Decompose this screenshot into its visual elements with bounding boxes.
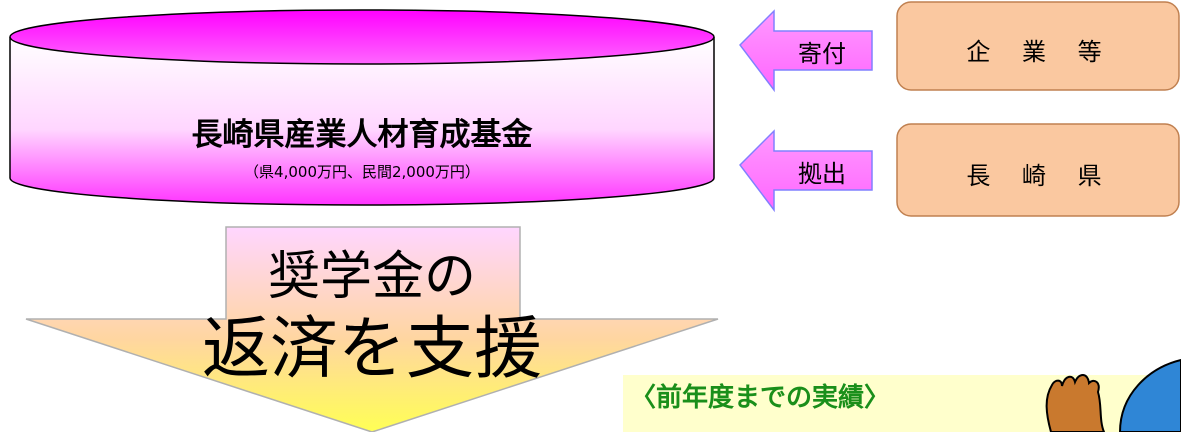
source-box-prefecture: 長 崎 県 (896, 123, 1180, 217)
source-box-companies-label: 企 業 等 (966, 38, 1113, 66)
source-box-companies: 企 業 等 (896, 1, 1180, 91)
donation-arrow: 寄付 (739, 9, 873, 93)
contribution-arrow-label: 拠出 (798, 160, 846, 188)
support-arrow-line1: 奨学金の (268, 247, 476, 307)
support-arrow: 奨学金の 返済を支援 (25, 226, 719, 432)
source-box-prefecture-label: 長 崎 県 (966, 162, 1113, 190)
contribution-arrow: 拠出 (739, 129, 873, 213)
mascot-character-icon (1045, 358, 1181, 432)
fund-subtitle: （県4,000万円、民間2,000万円） (244, 163, 480, 181)
donation-arrow-label: 寄付 (798, 40, 846, 68)
results-title: 〈前年度までの実績〉 (630, 382, 890, 413)
fund-cylinder: 長崎県産業人材育成基金 （県4,000万円、民間2,000万円） (9, 9, 715, 206)
fund-title: 長崎県産業人材育成基金 (192, 117, 534, 153)
support-arrow-line2: 返済を支援 (202, 310, 542, 389)
